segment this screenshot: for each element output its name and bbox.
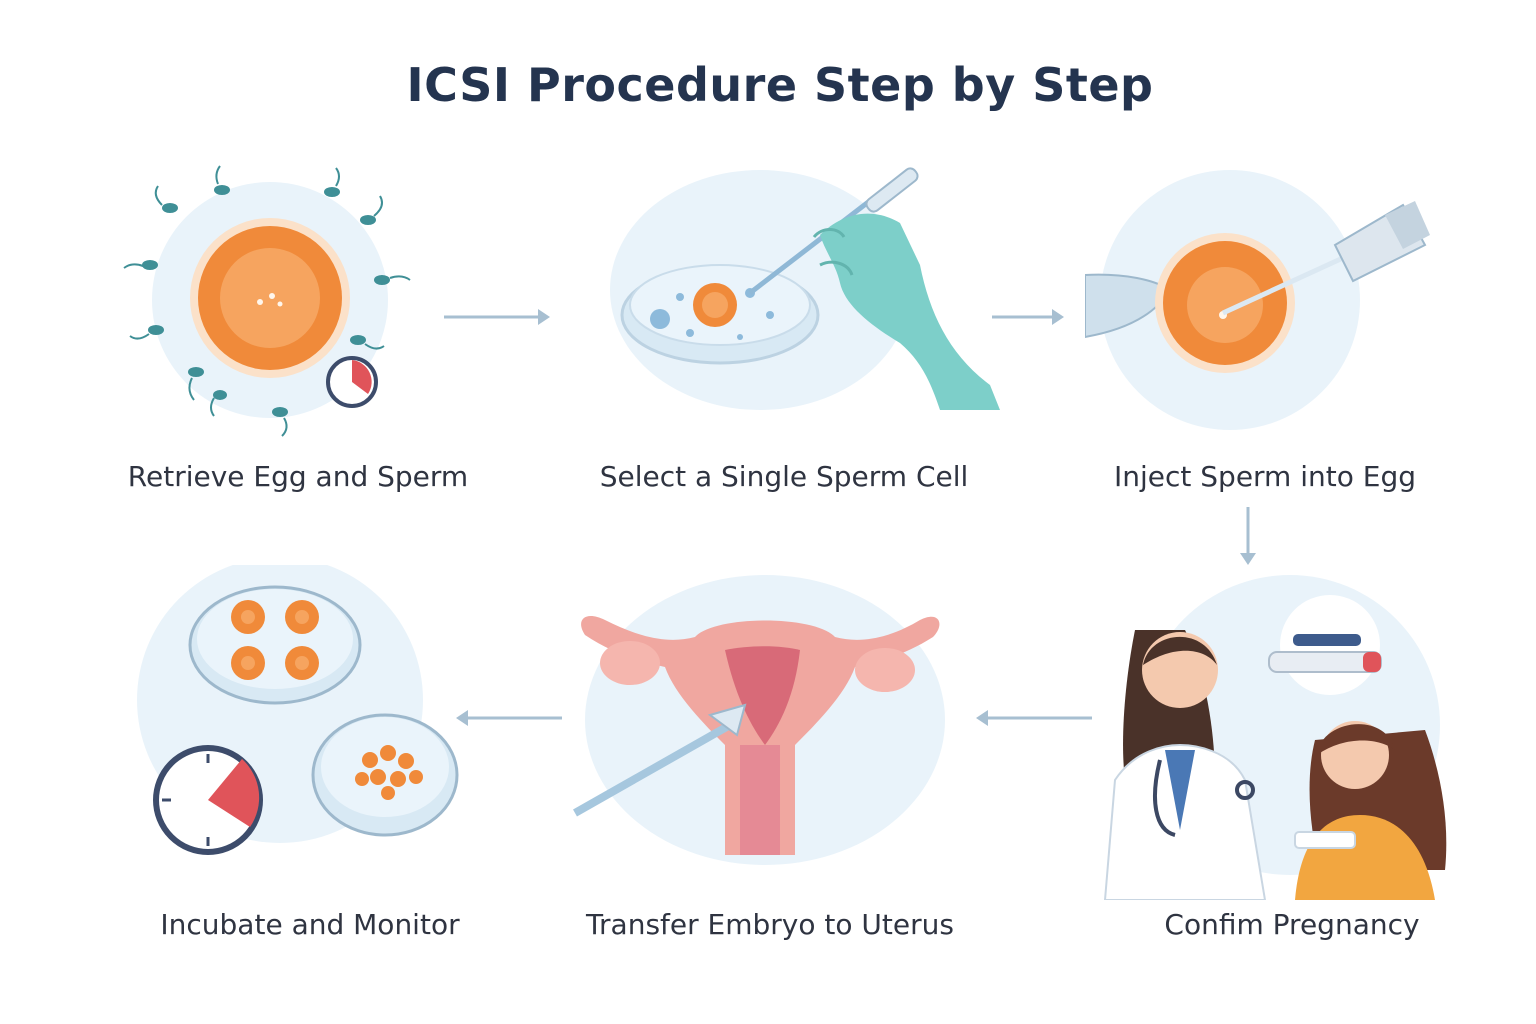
egg-icon: [190, 218, 350, 378]
patient-icon: [1294, 721, 1447, 900]
step-label-transfer: Transfer Embryo to Uterus: [586, 908, 954, 941]
arrow-left-icon: [976, 710, 1092, 726]
step-2-illustration: [610, 167, 1000, 410]
step-1-illustration: [123, 165, 411, 437]
pregnancy-test-icon: [1268, 595, 1382, 695]
micro-needle-icon: [1221, 201, 1430, 316]
arrow-right-icon: [992, 309, 1064, 325]
catheter-icon: [573, 703, 747, 817]
arrow-right-icon: [444, 309, 550, 325]
sperm-icon: [123, 165, 411, 437]
step-label-retrieve: Retrieve Egg and Sperm: [127, 460, 469, 493]
pipette-icon: [748, 167, 919, 295]
page-title: ICSI Procedure Step by Step: [406, 58, 1154, 112]
egg-icon: [1155, 233, 1295, 373]
arrow-down-icon: [1240, 507, 1256, 565]
step-label-select: Select a Single Sperm Cell: [599, 460, 969, 493]
step-label-confirm: Confim Pregnancy: [1164, 908, 1420, 941]
timer-icon: [326, 356, 378, 408]
step-6-illustration: [137, 565, 459, 855]
timer-icon: [153, 745, 263, 855]
petri-dish-icon: [620, 264, 820, 365]
petri-dish-icon: [188, 585, 362, 705]
step-5-illustration: [573, 575, 945, 865]
step-4-illustration: [1103, 575, 1447, 900]
step-3-illustration: [1085, 170, 1430, 430]
arrow-left-icon: [456, 710, 562, 726]
doctor-icon: [1103, 630, 1267, 900]
step-label-inject: Inject Sperm into Egg: [1113, 460, 1417, 493]
petri-dish-icon: [311, 713, 459, 837]
uterus-icon: [581, 615, 940, 855]
gloved-hand-icon: [812, 213, 1000, 410]
step-label-incubate: Incubate and Monitor: [160, 908, 460, 941]
